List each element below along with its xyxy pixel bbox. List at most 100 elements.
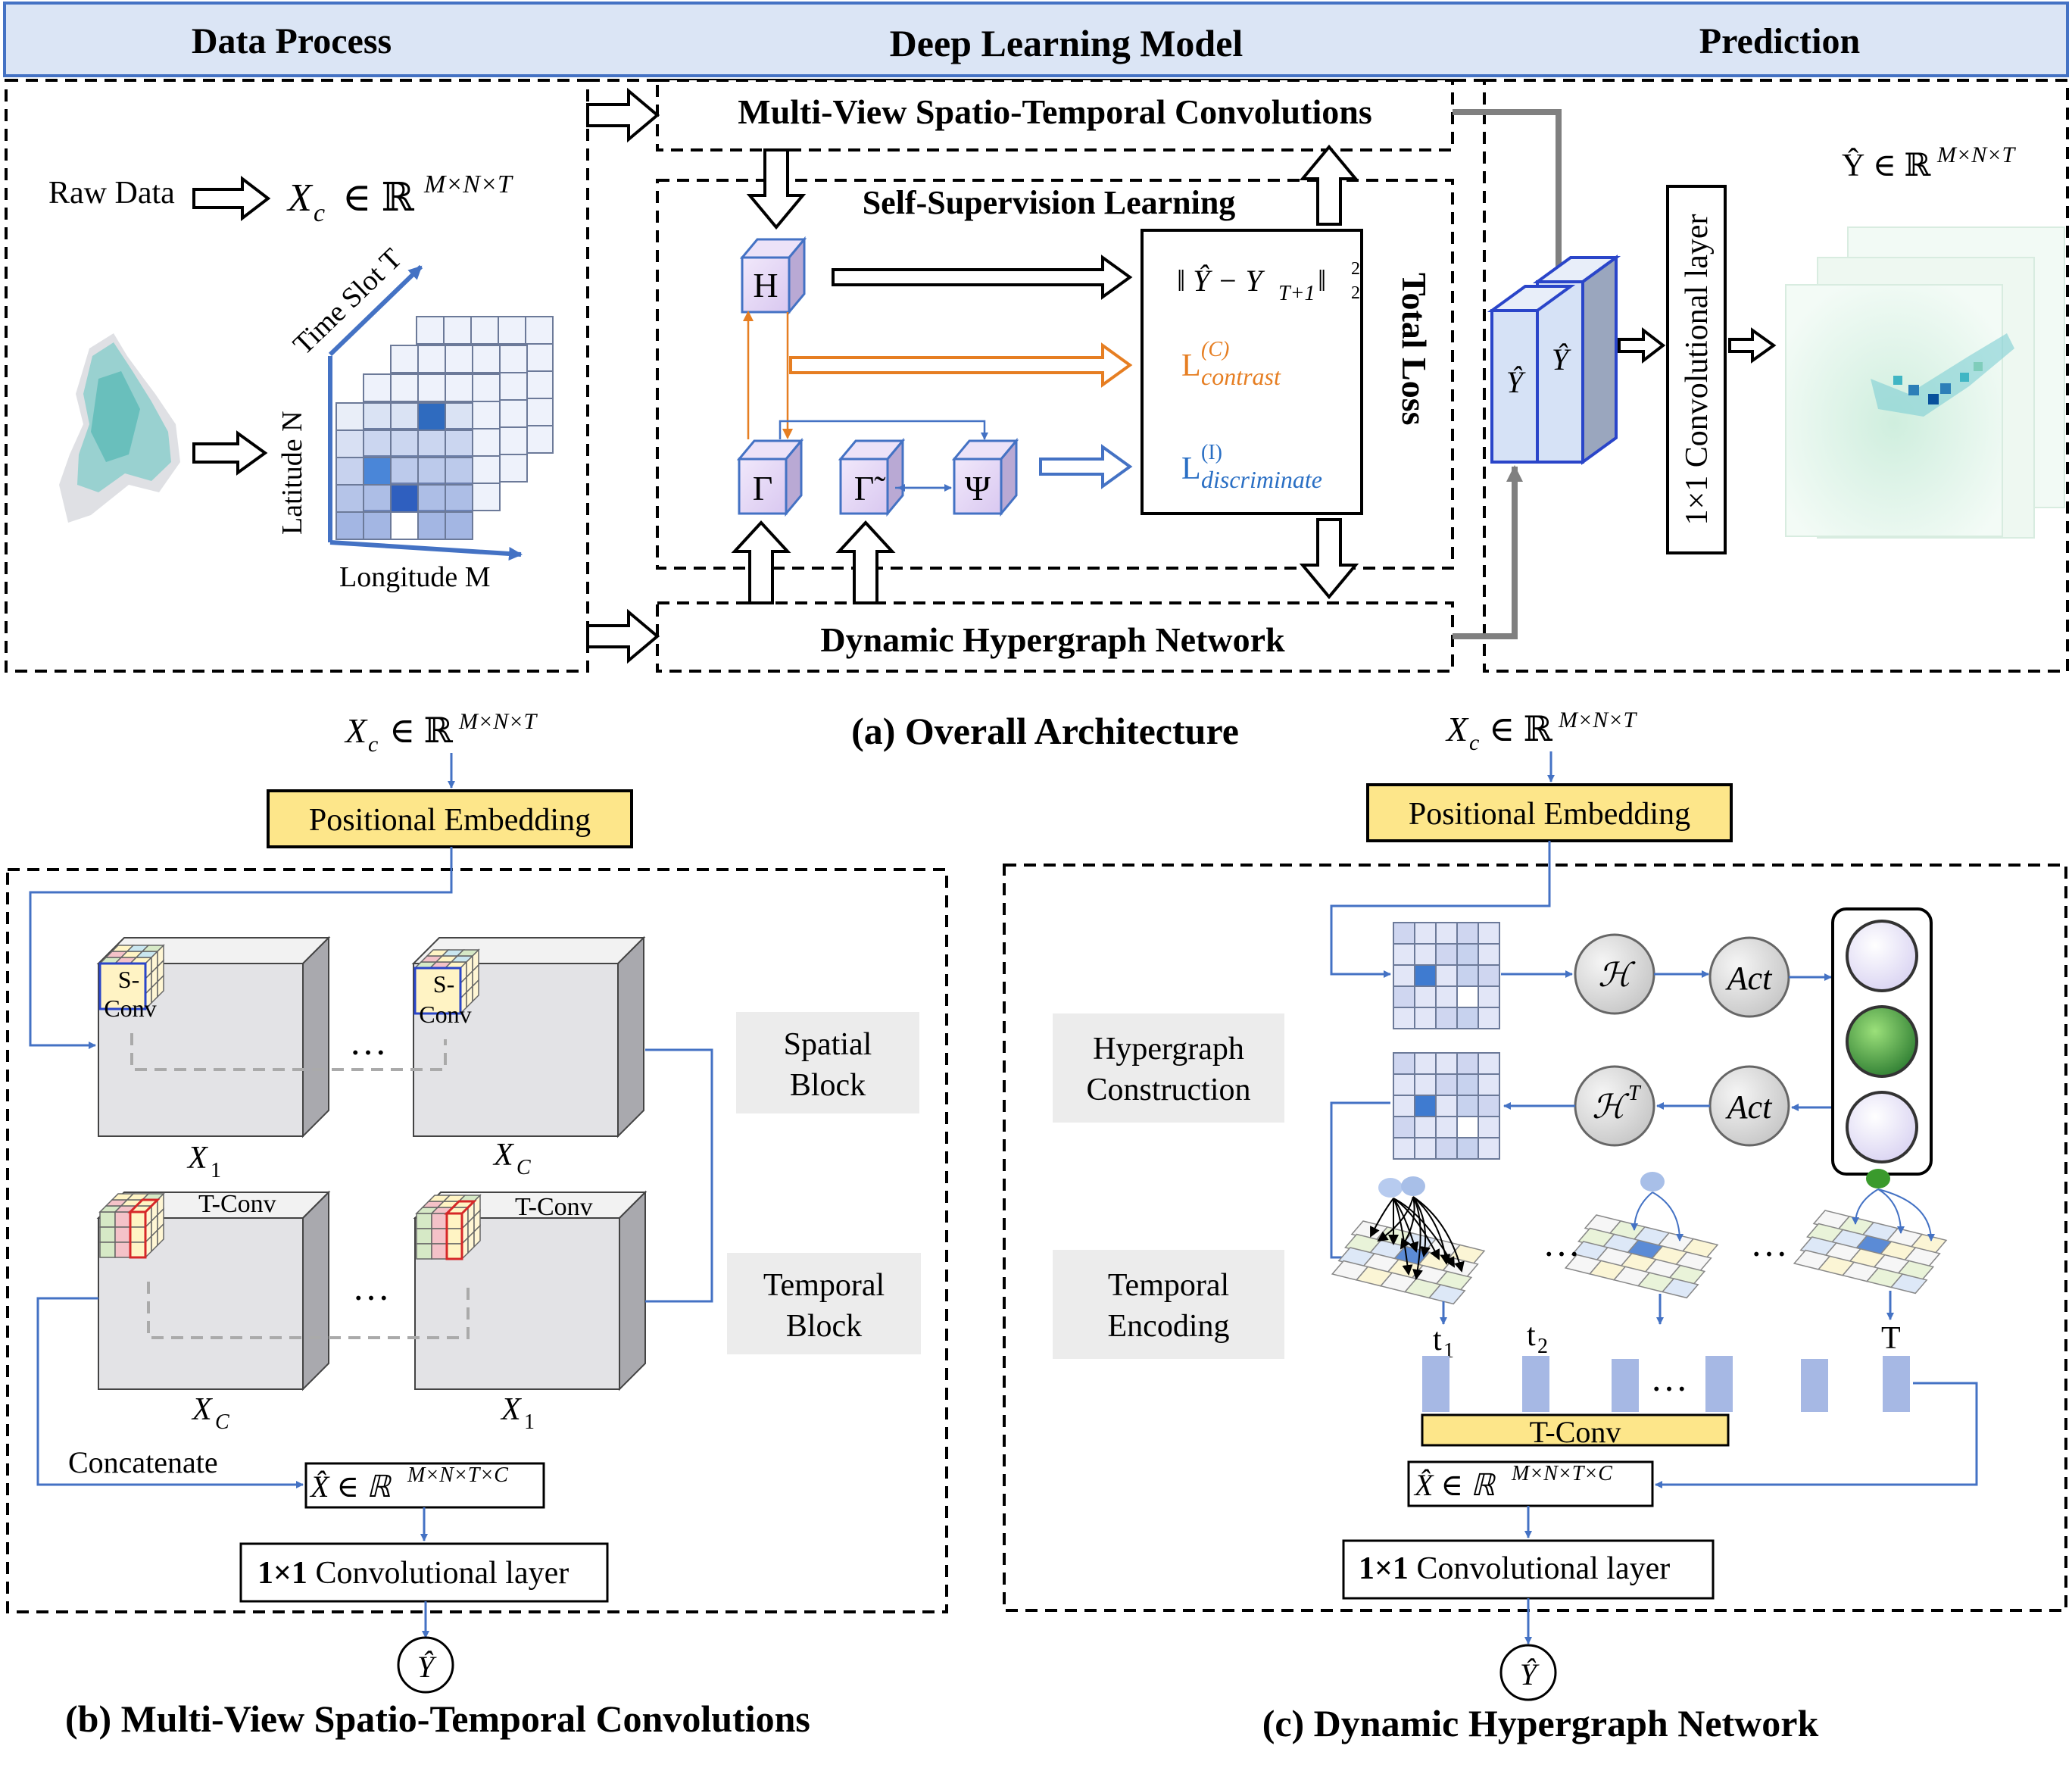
small-grid-cell: [1435, 964, 1458, 987]
panel-b-output-label: Ŷ: [417, 1650, 437, 1684]
kernel-cell: [431, 1213, 448, 1229]
grid-cell: [445, 345, 473, 373]
spatial-xc-label: X: [492, 1138, 515, 1173]
grid-cell: [499, 426, 528, 455]
panel-b-xhat-box: [304, 1462, 545, 1509]
kernel-side: [157, 1223, 164, 1247]
kernel-cell: [130, 1211, 146, 1228]
kernel-frame: [98, 962, 147, 1010]
kernel-side: [473, 1224, 481, 1248]
grid-cell: [335, 457, 364, 486]
node-bubble: [1378, 1178, 1403, 1198]
dhn-to-prediction-arrow: [1453, 465, 1523, 639]
grid-cell: [417, 484, 446, 513]
small-grid-cell: [1456, 964, 1479, 987]
kernel-cell: [416, 1243, 432, 1260]
xc-subscript: c: [314, 199, 325, 227]
mvstc-to-ssl-arrow: [746, 148, 807, 230]
temporal-xc-sub: C: [215, 1410, 229, 1434]
map-to-grid-arrow: [192, 430, 268, 476]
latitude-label: Latitude N: [276, 411, 308, 535]
small-grid-cell: [1435, 1137, 1458, 1160]
small-grid-cell: [1393, 985, 1415, 1008]
hypergraph-grid-top: [1393, 922, 1500, 1029]
grid-cell: [472, 483, 501, 511]
grid-cell: [443, 316, 472, 345]
prediction-conv-layer: [1666, 185, 1727, 554]
small-grid-cell: [1478, 1052, 1500, 1075]
kernel-cell: [99, 1241, 116, 1258]
Gamma-cube-label: Γ: [753, 469, 773, 508]
mse-loss-sub: T+1: [1278, 282, 1315, 305]
sconv-1-label-b: Conv: [104, 995, 156, 1022]
small-grid-cell: [1393, 1137, 1415, 1160]
temporal-block-label-1: Temporal: [763, 1268, 885, 1303]
small-grid-cell: [1456, 1116, 1479, 1138]
hypergraph-construction-label-1: Hypergraph: [1093, 1032, 1244, 1067]
grid-cell: [472, 373, 501, 402]
time-t2-sub: 2: [1537, 1335, 1548, 1358]
kernel-cell: [114, 1226, 131, 1243]
prediction-conv-label: 1×1 Convolutional layer: [1680, 214, 1715, 526]
hypergraph-construction-label-2: Construction: [1087, 1073, 1251, 1107]
small-grid-cell: [1393, 1095, 1415, 1117]
small-grid-cell: [1478, 1137, 1500, 1160]
ssl-to-dhn-arrow: [1299, 518, 1359, 600]
disc-loss-sup: (I): [1201, 441, 1222, 464]
grid-cell: [525, 398, 554, 426]
conv-to-prediction-arrow: [1728, 327, 1777, 364]
prediction-output-label: Ŷ ∈ ℝ: [1842, 148, 1931, 183]
hyperedge-arc: [1412, 1196, 1451, 1265]
panel-b-conv-label: 1×1 Convolutional layer: [257, 1556, 569, 1591]
hyperedge-arc: [1852, 1188, 1879, 1225]
small-grid-cell: [1456, 1073, 1479, 1096]
time-t2-label: t: [1527, 1318, 1536, 1353]
panel-c-box: [1003, 864, 2067, 1612]
grid-cell: [472, 401, 501, 429]
ssl-to-mvstc-arrow: [1299, 144, 1359, 226]
hyperedge-arc: [1652, 1192, 1684, 1241]
panel-c-output-circle: [1499, 1644, 1557, 1701]
small-grid-cell: [1478, 1095, 1500, 1117]
kernel-cell: [114, 1211, 131, 1228]
temporal-block-tag: [727, 1253, 921, 1354]
prediction-output-sup: M×N×T: [1936, 142, 2016, 167]
graph-cell: [1889, 1273, 1928, 1295]
kernel-cell: [416, 1228, 432, 1245]
mvstc-to-prediction-arrow: [1453, 109, 1567, 297]
small-grid-cell: [1456, 1095, 1479, 1117]
temporal-x1-sub: 1: [524, 1410, 535, 1434]
small-grid-cell: [1478, 943, 1500, 966]
grid-cell: [363, 373, 392, 402]
caption-b: (b) Multi-View Spatio-Temporal Convoluti…: [65, 1697, 810, 1740]
tconv-bar-label: T-Conv: [1530, 1415, 1621, 1449]
hypergraph-construction-tag: [1053, 1013, 1284, 1123]
small-grid-cell: [1414, 943, 1437, 966]
hyperedge-node-1: [1846, 920, 1918, 992]
small-grid-cell: [1478, 985, 1500, 1008]
grid-cell: [390, 511, 419, 540]
sconv-1-label-a: S-: [118, 966, 139, 993]
discriminate-arrow: [1039, 444, 1133, 489]
small-grid-cell: [1393, 1007, 1415, 1029]
grid-cell: [417, 345, 446, 373]
panel-c-conv-layer: [1342, 1539, 1715, 1600]
panel-b-positional-embedding: [267, 789, 633, 848]
time-axis-arrow: [328, 264, 423, 357]
temporal-block-label-2: Block: [786, 1309, 862, 1344]
panel-b-output-circle: [397, 1636, 454, 1694]
H-to-loss-arrow: [832, 255, 1133, 300]
prediction-box: [1483, 79, 2069, 673]
small-grid-cell: [1478, 1007, 1500, 1029]
grid-cell: [417, 429, 446, 458]
grid-cell: [445, 402, 473, 431]
node-bubble: [1866, 1169, 1890, 1188]
H-cube-label: H: [753, 266, 778, 305]
hypergraph-HT-label: ℋ: [1592, 1088, 1630, 1126]
spatial-xc-sub: C: [516, 1156, 531, 1179]
hyperedge-node-3: [1846, 1091, 1918, 1163]
grid-cell: [335, 511, 364, 540]
sconv-kernel-2: [413, 948, 480, 1015]
contrast-loss-L: L: [1181, 348, 1201, 383]
header-prediction: Prediction: [1699, 21, 1860, 61]
